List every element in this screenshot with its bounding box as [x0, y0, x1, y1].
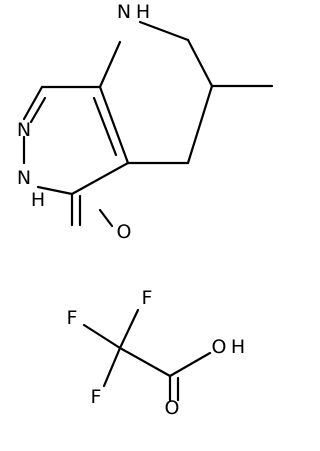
trifluoroacetic-acid: [82, 308, 212, 402]
molecule-canvas: N H N N H O F F F O H O: [17, 1, 274, 419]
atom-oh-o: O: [212, 336, 227, 358]
bond-cf3-cooh: [118, 346, 172, 378]
atom-o-carbonyl: O: [165, 397, 180, 419]
atom-labels: N H N N H O F F F O H O: [17, 1, 245, 419]
atom-o-ketone: O: [117, 221, 132, 243]
bond-c5-c4a: [70, 161, 130, 196]
atom-n-ring: N: [17, 119, 31, 141]
atom-nh-ring-h: H: [31, 189, 45, 211]
bond-c-oh: [168, 351, 212, 378]
bond-c8a-n1: [98, 40, 122, 89]
atom-oh-h: H: [231, 336, 245, 358]
atom-f-top: F: [142, 287, 153, 309]
bicyclic-molecule: [22, 20, 274, 227]
bond-cf3-f-top: [118, 308, 140, 350]
bond-c4a-c8a-inner: [92, 96, 118, 157]
bond-n1-c2: [138, 20, 190, 42]
bond-c4a-c8a: [98, 85, 130, 165]
bond-c2-c3: [186, 38, 214, 88]
bond-cf3-f-left: [82, 323, 122, 350]
atom-nh-top-h: H: [136, 1, 150, 23]
atom-nh-ring-n: N: [17, 167, 31, 189]
bond-c3-c4: [186, 84, 214, 165]
atom-f-left: F: [67, 307, 78, 329]
ketone-bond: [98, 208, 114, 228]
bond-c8-n7-inner: [29, 96, 47, 124]
bond-c8-n7: [22, 85, 44, 121]
bond-c-ketone: [98, 208, 114, 228]
atom-nh-top-n: N: [117, 1, 131, 23]
bond-cf3-f-bottom: [102, 346, 122, 388]
bond-n6-c5: [36, 185, 74, 196]
atom-f-bottom: F: [91, 386, 102, 408]
